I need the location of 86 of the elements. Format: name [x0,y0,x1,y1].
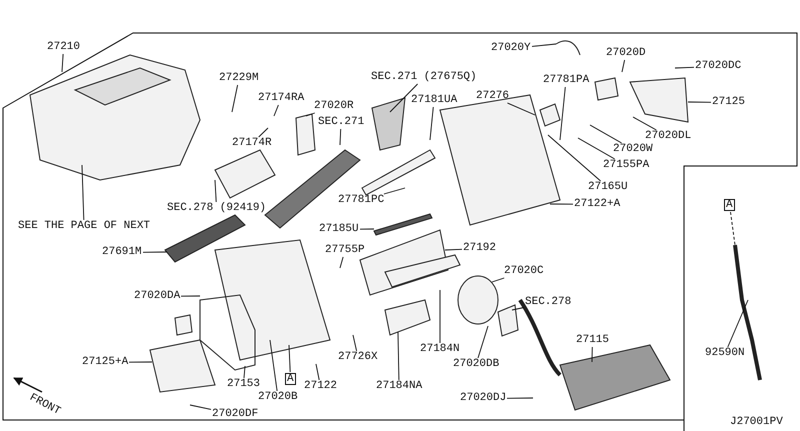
leader-line [340,256,344,268]
leader-line [506,398,534,399]
part-number: SEC.278 [525,296,572,308]
part-number: 27691M [102,246,142,258]
leader-line [550,204,574,205]
drawing-code: J27001PV [730,417,783,428]
leader-line [82,164,84,220]
leader-line [506,102,536,116]
leader-line [340,128,342,146]
leader-line [214,180,217,202]
leader-line [316,364,320,380]
part-number: 27174RA [258,92,304,104]
leader-line [390,84,418,112]
leader-line [274,104,279,116]
leader-line [232,84,238,112]
leader-line [592,346,593,362]
leader-line [578,138,616,160]
part-number: 27781PC [338,194,384,206]
part-number: 27115 [576,334,610,346]
part-number: 27122+A [574,198,620,210]
part-number: SEC.271 [318,116,364,128]
part-number: 27020D [606,48,646,58]
leader-line [548,134,602,182]
leader-line [244,366,246,378]
part-number: 27020DB [453,358,500,370]
leader-line [383,188,406,194]
part-number: 27229M [219,72,259,84]
part-number: 27020DF [212,408,258,420]
leader-line [306,112,316,116]
leader-line [512,307,524,310]
leader-line [444,248,462,250]
part-number: 27020DC [695,60,742,72]
leader-line [258,128,268,138]
reference-mark: A [285,373,296,385]
leader-line [430,106,434,140]
part-number: 27153 [227,378,260,390]
leader-line [632,116,657,130]
part-number: 27184N [420,344,460,354]
leader-line [727,300,748,348]
part-number: 27020B [258,392,298,402]
part-number: 27020DL [645,130,692,142]
leader-line [360,228,374,230]
leader-line [590,124,622,144]
part-number: 27122 [304,380,338,392]
part-number: 27184NA [376,380,422,392]
part-number: 27020W [613,144,653,154]
leader-line [352,334,358,352]
part-number: 27155PA [603,160,650,170]
part-number: 27726X [338,352,378,362]
part-number: 27020Y [491,42,531,54]
leader-line [532,44,556,47]
part-number: 27174R [232,138,272,148]
leader-line [288,344,291,372]
leader-line [674,66,694,68]
leader-line [142,252,168,253]
leader-line [622,60,626,72]
part-number: 27192 [463,242,496,254]
leader-line [560,86,566,140]
leader-line [62,54,64,72]
reference-mark: A [724,199,735,211]
part-number: 27125+A [82,356,128,368]
leader-line [270,340,278,392]
part-number: 92590N [705,348,745,358]
part-number: 27020C [504,266,544,276]
part-number: 27276 [476,90,510,102]
part-number: SEE THE PAGE OF NEXT [18,220,150,232]
part-number: 27181UA [411,94,458,106]
part-number: 27755P [325,244,365,256]
part-number: 27020R [314,100,354,112]
leader-line [730,212,736,246]
leader-line [180,296,200,297]
leader-line [398,332,400,380]
part-number: SEC.278 (92419) [167,202,266,214]
leader-line [688,102,712,103]
part-number: 27020DJ [460,392,506,404]
part-number: 27020DA [134,290,180,302]
part-number: 27210 [47,42,80,52]
part-number: 27165U [588,182,628,192]
part-number: SEC.271 (27675Q) [371,72,477,82]
part-number: 27125 [712,96,746,108]
part-number: 27185U [319,224,359,234]
part-number: 27781PA [543,74,590,86]
leader-line [128,362,152,363]
leader-line [478,326,488,358]
leader-line [190,404,212,410]
leader-line [492,278,505,282]
